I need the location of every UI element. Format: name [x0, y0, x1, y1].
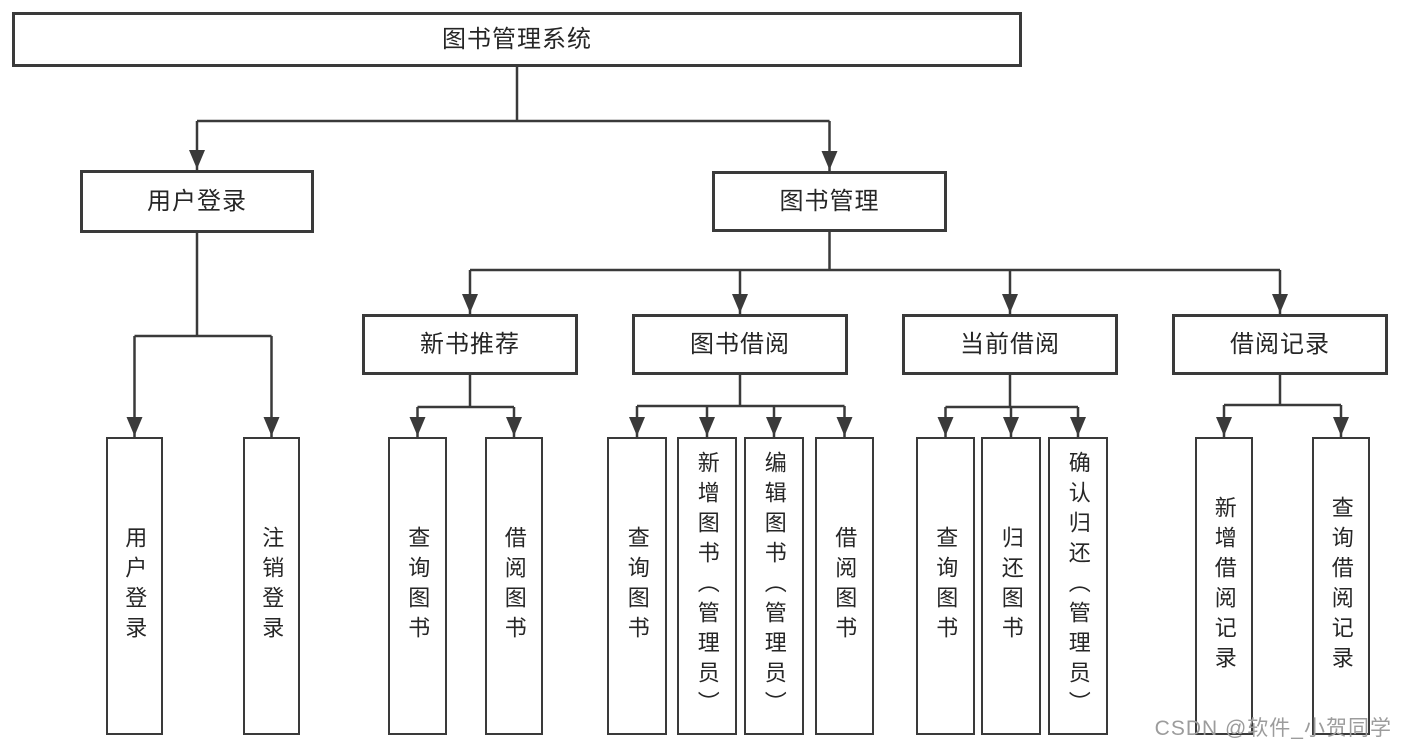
node-add-book: 新增图书（管理员） — [677, 437, 737, 735]
csdn-watermark: CSDN @软件_小贺同学 — [1154, 717, 1392, 740]
node-book-mgmt: 图书管理 — [712, 171, 947, 232]
arrowhead-icon — [462, 294, 478, 313]
arrowhead-icon — [937, 417, 954, 436]
arrowhead-icon — [836, 417, 853, 436]
arrowhead-icon — [766, 417, 782, 436]
arrowhead-icon — [409, 417, 426, 436]
arrowhead-icon — [506, 417, 522, 436]
node-book-borrow: 图书借阅 — [632, 314, 848, 375]
node-root: 图书管理系统 — [12, 12, 1022, 67]
node-current-borrow: 当前借阅 — [902, 314, 1118, 375]
node-logout: 注销登录 — [243, 437, 300, 735]
arrowhead-icon — [126, 417, 143, 436]
arrowhead-icon — [1003, 417, 1019, 436]
arrowhead-icon — [1216, 417, 1232, 436]
node-query-book-2: 查询图书 — [607, 437, 667, 735]
node-add-borrow-record: 新增借阅记录 — [1195, 437, 1253, 735]
arrowhead-icon — [699, 417, 715, 436]
node-user-login: 用户登录 — [80, 170, 314, 233]
arrowhead-icon — [629, 417, 645, 436]
arrowhead-icon — [263, 417, 280, 436]
node-query-book-1: 查询图书 — [388, 437, 447, 735]
node-user-login-leaf: 用户登录 — [106, 437, 163, 735]
node-query-borrow-record: 查询借阅记录 — [1312, 437, 1370, 735]
node-edit-book: 编辑图书（管理员） — [744, 437, 804, 735]
node-new-book-rec: 新书推荐 — [362, 314, 578, 375]
node-borrow-book-2: 借阅图书 — [815, 437, 874, 735]
arrowhead-icon — [1333, 417, 1349, 436]
node-query-book-3: 查询图书 — [916, 437, 975, 735]
node-borrow-records: 借阅记录 — [1172, 314, 1388, 375]
arrowhead-icon — [1272, 294, 1288, 313]
arrowhead-icon — [189, 150, 205, 169]
arrowhead-icon — [732, 294, 748, 313]
arrowhead-icon — [1002, 294, 1018, 313]
node-return-book: 归还图书 — [981, 437, 1041, 735]
arrowhead-icon — [1070, 417, 1086, 436]
node-confirm-return: 确认归还（管理员） — [1048, 437, 1108, 735]
arrowhead-icon — [821, 151, 838, 170]
node-borrow-book-1: 借阅图书 — [485, 437, 543, 735]
